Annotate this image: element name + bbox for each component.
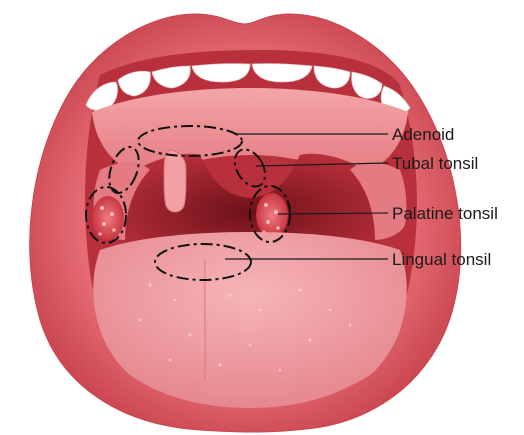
left-palatine-tonsil bbox=[92, 196, 124, 240]
uvula bbox=[164, 150, 186, 212]
label-adenoid: Adenoid bbox=[392, 125, 454, 144]
tongue-median-groove bbox=[205, 260, 206, 380]
label-tubal-tonsil: Tubal tonsil bbox=[392, 154, 478, 173]
label-palatine-tonsil: Palatine tonsil bbox=[392, 204, 498, 223]
right-palatine-tonsil bbox=[256, 193, 288, 237]
label-lingual-tonsil: Lingual tonsil bbox=[392, 250, 491, 269]
